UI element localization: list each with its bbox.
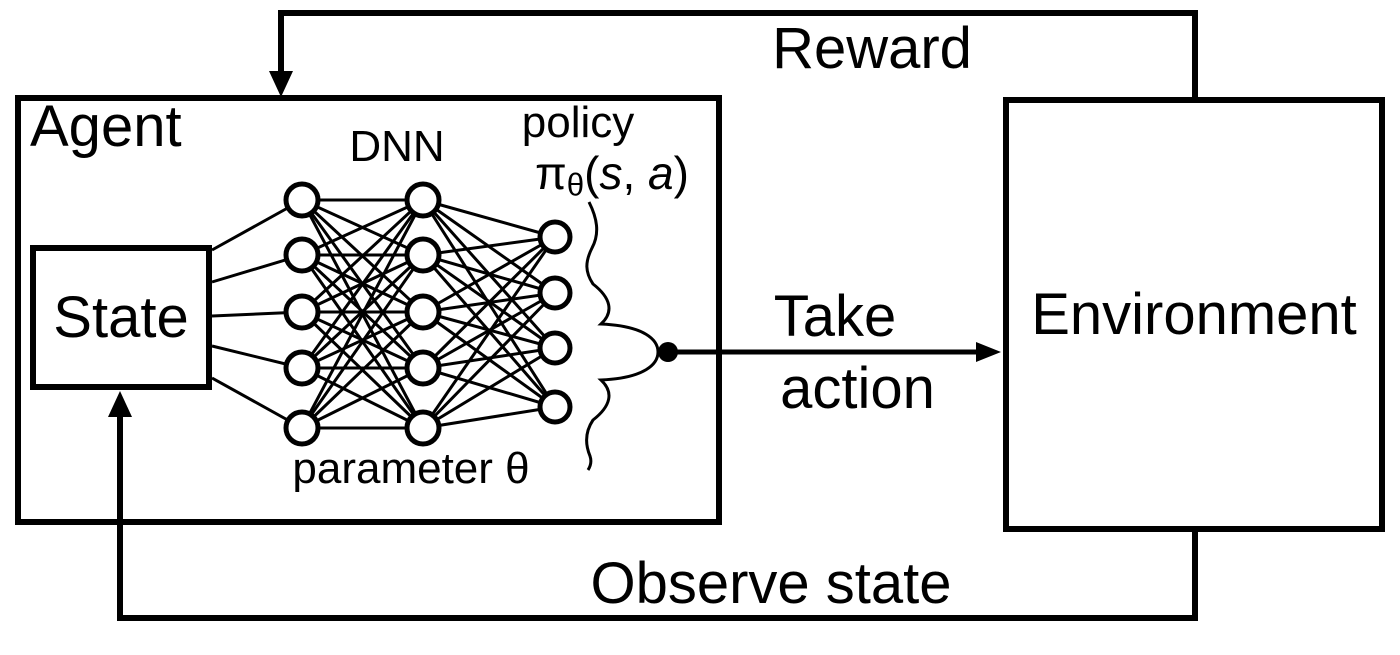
take-action-arrow xyxy=(658,342,1001,362)
network-node xyxy=(283,236,321,274)
dnn-label: DNN xyxy=(349,122,445,171)
take-action-label-line2: action xyxy=(780,356,935,421)
network-edge xyxy=(300,310,425,430)
network-edge xyxy=(422,346,556,430)
observe-state-arrow xyxy=(108,391,1198,621)
network-edge xyxy=(422,235,556,257)
policy-arg-a: a xyxy=(648,147,674,199)
policy-separator: , xyxy=(622,147,649,199)
network-node xyxy=(283,181,321,219)
network-edge xyxy=(421,291,557,430)
state-label: State xyxy=(53,285,189,350)
policy-paren-open: ( xyxy=(584,147,600,199)
network-edge xyxy=(422,346,556,370)
reward-arrow xyxy=(269,10,1198,100)
network-node xyxy=(283,409,321,447)
agent-label: Agent xyxy=(30,94,182,159)
policy-pi-symbol: π xyxy=(535,147,567,199)
network-node xyxy=(537,275,573,311)
network-edge xyxy=(301,198,424,257)
network-edge xyxy=(421,236,557,429)
state-box xyxy=(30,245,212,390)
network-edge xyxy=(422,198,556,239)
environment-label: Environment xyxy=(1031,282,1357,347)
neural-network xyxy=(211,181,573,447)
network-edge xyxy=(300,198,425,314)
policy-arg-s: s xyxy=(599,147,623,199)
network-node xyxy=(404,409,442,447)
network-edge xyxy=(422,235,556,314)
network-node xyxy=(537,389,573,425)
network-node xyxy=(404,349,442,387)
network-node xyxy=(537,330,573,366)
policy-label-line1: policy xyxy=(521,98,635,147)
reward-label: Reward xyxy=(772,16,972,81)
network-edge xyxy=(421,235,557,370)
network-node xyxy=(283,349,321,387)
network-node xyxy=(404,181,442,219)
reward-arrowhead-icon xyxy=(269,71,293,97)
policy-formula: πθ(s, a) xyxy=(512,150,712,201)
network-edge xyxy=(301,366,424,430)
observe-state-label: Observe state xyxy=(590,551,952,616)
observe-arrowhead-icon xyxy=(108,391,132,417)
policy-paren-close: ) xyxy=(673,147,689,199)
take-action-label-line1: Take xyxy=(773,284,897,349)
parameter-label: parameter θ xyxy=(292,444,530,493)
network-node xyxy=(404,236,442,274)
network-edge xyxy=(422,405,556,430)
network-edge xyxy=(300,199,425,429)
network-edge xyxy=(300,199,425,369)
network-node xyxy=(537,219,573,255)
network-node xyxy=(283,293,321,331)
network-node xyxy=(404,293,442,331)
agent-box xyxy=(15,95,722,525)
policy-theta-subscript: θ xyxy=(566,167,585,203)
policy-wave xyxy=(585,201,660,471)
network-edge xyxy=(300,254,425,429)
take-action-arrowhead-icon xyxy=(976,342,1001,362)
